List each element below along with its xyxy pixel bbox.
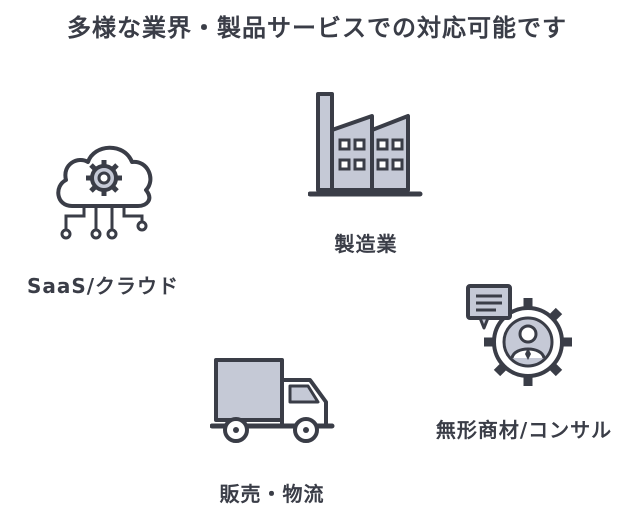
delivery-truck-icon [210,358,335,443]
cloud-gear-icon [56,145,153,240]
factory-icon [308,92,423,197]
industry-label-saas: SaaS/クラウド [26,274,180,298]
consultant-gear-icon [466,284,572,386]
industry-label-consulting: 無形商材/コンサル [435,418,613,442]
industry-label-retail-logistics: 販売・物流 [219,482,325,506]
industry-label-manufacturing: 製造業 [334,232,398,256]
page-title: 多様な業界・製品サービスでの対応可能です [67,14,567,42]
